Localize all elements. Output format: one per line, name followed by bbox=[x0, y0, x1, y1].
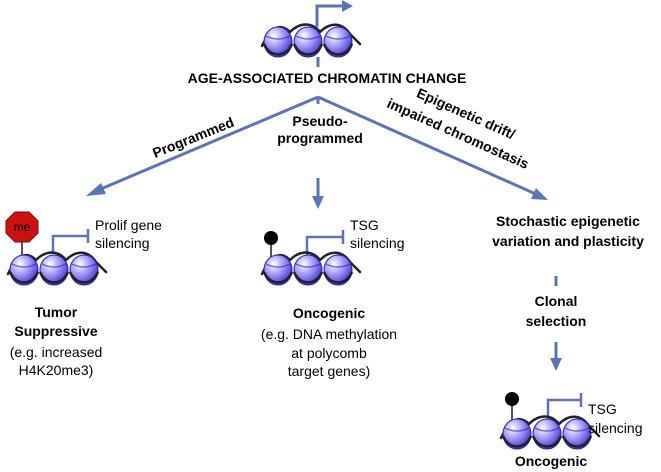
histone-bead-icon bbox=[293, 26, 323, 58]
nucleosome-fiber-icon bbox=[260, 251, 362, 286]
stochastic-line2: variation and plasticity bbox=[492, 233, 644, 249]
me-octagon-icon: me bbox=[5, 211, 39, 243]
histone-bead-icon bbox=[263, 26, 293, 58]
pseudo-arrowhead bbox=[312, 196, 324, 209]
middle-title: Oncogenic bbox=[293, 305, 366, 321]
stochastic-line1: Stochastic epigenetic bbox=[496, 213, 640, 229]
histone-bead-icon bbox=[502, 418, 532, 450]
left-chromatin-fiber: me bbox=[5, 211, 108, 286]
histone-bead-icon bbox=[39, 254, 69, 286]
histone-bead-icon bbox=[532, 418, 562, 450]
clonal-label-line2: selection bbox=[526, 313, 587, 329]
middle-detail-line3: target genes) bbox=[288, 363, 371, 379]
left-gene-label-line2: silencing bbox=[95, 235, 149, 251]
left-detail-line1: (e.g. increased bbox=[10, 344, 103, 360]
drift-arrow-line bbox=[317, 95, 539, 197]
methyl-group-icon bbox=[505, 392, 519, 406]
pseudo-label-line1: Pseudo- bbox=[292, 113, 348, 129]
histone-bead-icon bbox=[562, 418, 592, 450]
left-title-line2: Suppressive bbox=[14, 323, 97, 339]
middle-gene-label-line1: TSG bbox=[350, 217, 379, 233]
silenced-promoter-icon bbox=[305, 230, 345, 256]
nucleosome-fiber-icon bbox=[499, 415, 601, 450]
promoter-activation-arrow-icon bbox=[315, 0, 353, 27]
right-gene-label-line1: TSG bbox=[588, 401, 617, 417]
histone-bead-icon bbox=[9, 254, 39, 286]
middle-detail-line2: at polycomb bbox=[291, 345, 367, 361]
middle-detail-line1: (e.g. DNA methylation bbox=[261, 326, 397, 342]
histone-bead-icon bbox=[323, 26, 353, 58]
middle-gene-label-line2: silencing bbox=[350, 235, 404, 251]
histone-bead-icon bbox=[293, 254, 323, 286]
clonal-label-line1: Clonal bbox=[535, 293, 578, 309]
histone-bead-icon bbox=[263, 254, 293, 286]
right-gene-label-line2: silencing bbox=[588, 420, 642, 436]
left-detail-line2: H4K20me3) bbox=[19, 362, 94, 378]
pseudo-label-line2: programmed bbox=[277, 130, 363, 146]
clonal-arrow bbox=[550, 342, 562, 371]
nucleosome-fiber-icon bbox=[260, 23, 362, 58]
right-title: Oncogenic bbox=[515, 453, 588, 469]
left-gene-label-line1: Prolif gene bbox=[95, 217, 162, 233]
right-chromatin-fiber bbox=[499, 392, 601, 450]
me-label: me bbox=[14, 220, 31, 234]
left-title-line1: Tumor bbox=[35, 304, 78, 320]
top-chromatin-fiber bbox=[260, 0, 362, 58]
silenced-promoter-icon bbox=[546, 393, 583, 420]
main-heading: AGE-ASSOCIATED CHROMATIN CHANGE bbox=[188, 70, 467, 86]
programmed-arrowhead bbox=[86, 183, 106, 196]
methyl-group-icon bbox=[264, 231, 278, 245]
branch-arrows bbox=[86, 95, 548, 209]
histone-bead-icon bbox=[69, 254, 99, 286]
drift-arrowhead bbox=[531, 188, 548, 200]
programmed-arrow-line bbox=[95, 95, 319, 193]
histone-bead-icon bbox=[323, 254, 353, 286]
middle-chromatin-fiber bbox=[260, 230, 362, 286]
nucleosome-fiber-icon bbox=[6, 251, 108, 286]
silenced-promoter-icon bbox=[51, 229, 90, 254]
